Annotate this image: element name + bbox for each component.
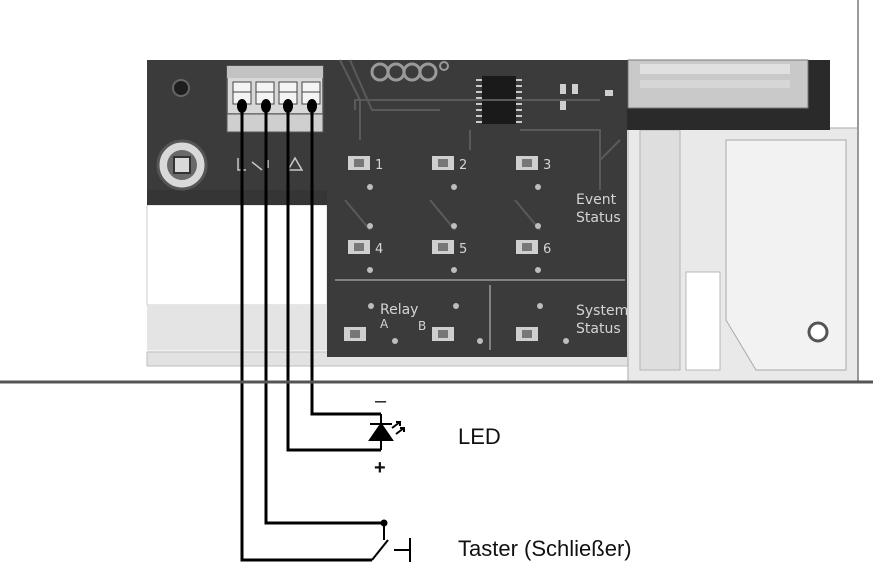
led-plus-sign: + — [374, 457, 386, 479]
silkscreen-text: 1 2 3 4 5 6 Event Status System Status R… — [375, 158, 628, 337]
led-number: 5 — [459, 242, 467, 257]
status-led — [516, 223, 541, 273]
switch-symbol — [371, 519, 411, 562]
relay-a-label: A — [380, 317, 389, 331]
event-status-line2: Status — [576, 210, 621, 226]
logo — [370, 61, 449, 82]
wire-ends — [237, 99, 317, 113]
relay-b-label: B — [418, 319, 426, 333]
status-led — [516, 156, 541, 190]
led-group-event — [348, 156, 541, 273]
led-number: 6 — [543, 242, 551, 257]
led-number: 2 — [459, 158, 467, 173]
relay-label: Relay — [380, 302, 418, 318]
smd-parts — [560, 84, 613, 110]
wire-led-minus — [310, 103, 381, 416]
relay-b-led — [432, 303, 483, 344]
traces — [339, 59, 621, 231]
led-group-bottom — [344, 303, 569, 344]
relay-a-led — [344, 303, 398, 344]
led-number: 1 — [375, 158, 383, 173]
status-led — [432, 156, 457, 190]
wire-led-plus — [286, 103, 381, 452]
wire-switch-b — [264, 103, 383, 525]
wires — [240, 103, 383, 562]
led-number: 3 — [543, 158, 551, 173]
switch-label: Taster (Schließer) — [458, 536, 632, 561]
wire-switch-a — [240, 103, 372, 562]
status-led — [348, 223, 373, 273]
led-symbol — [368, 414, 405, 450]
pcb: 1 2 3 4 5 6 Event Status System Status R… — [147, 59, 628, 357]
mounting-hole — [172, 79, 190, 97]
led-minus-sign: – — [375, 390, 387, 412]
system-status-led — [516, 303, 569, 344]
event-status-line1: Event — [576, 192, 617, 208]
system-status-line2: Status — [576, 321, 621, 337]
led-number: 4 — [375, 242, 383, 257]
status-led — [348, 156, 373, 190]
terminal-screw — [301, 81, 321, 105]
system-status-line1: System — [576, 303, 628, 319]
status-led — [432, 223, 457, 273]
silkscreen-lines — [335, 279, 625, 350]
terminal-block — [226, 65, 324, 133]
led-label: LED — [458, 424, 501, 449]
